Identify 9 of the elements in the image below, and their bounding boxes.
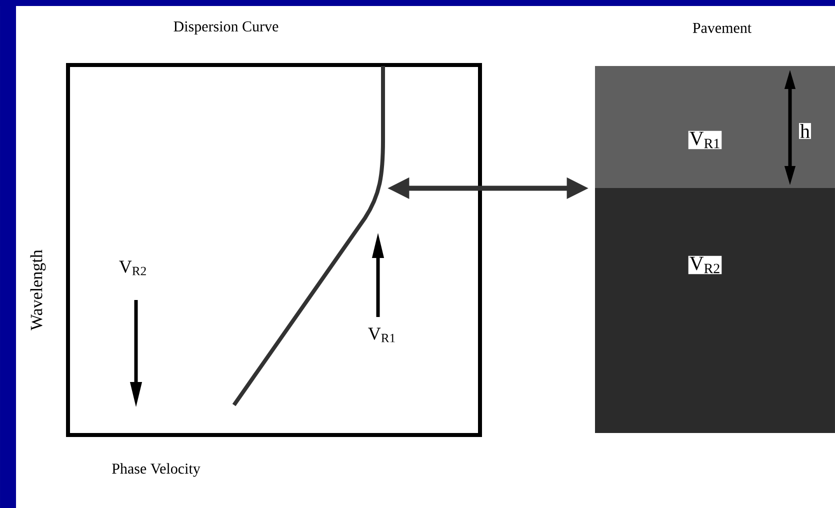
pavement-layer: V$_{R2}$: [595, 188, 835, 433]
chart-title: Dispersion Curve: [174, 21, 278, 35]
panel-title: Pavement: [692, 23, 752, 33]
velocity-label: V$_{R1}$: [368, 328, 395, 342]
axis-label: Wavelength: [30, 250, 46, 330]
velocity-label: V$_{R2}$: [119, 260, 146, 276]
thickness-label: h: [799, 123, 811, 139]
plot-frame: [66, 62, 482, 437]
axis-label: Phase Velocity: [112, 463, 200, 477]
